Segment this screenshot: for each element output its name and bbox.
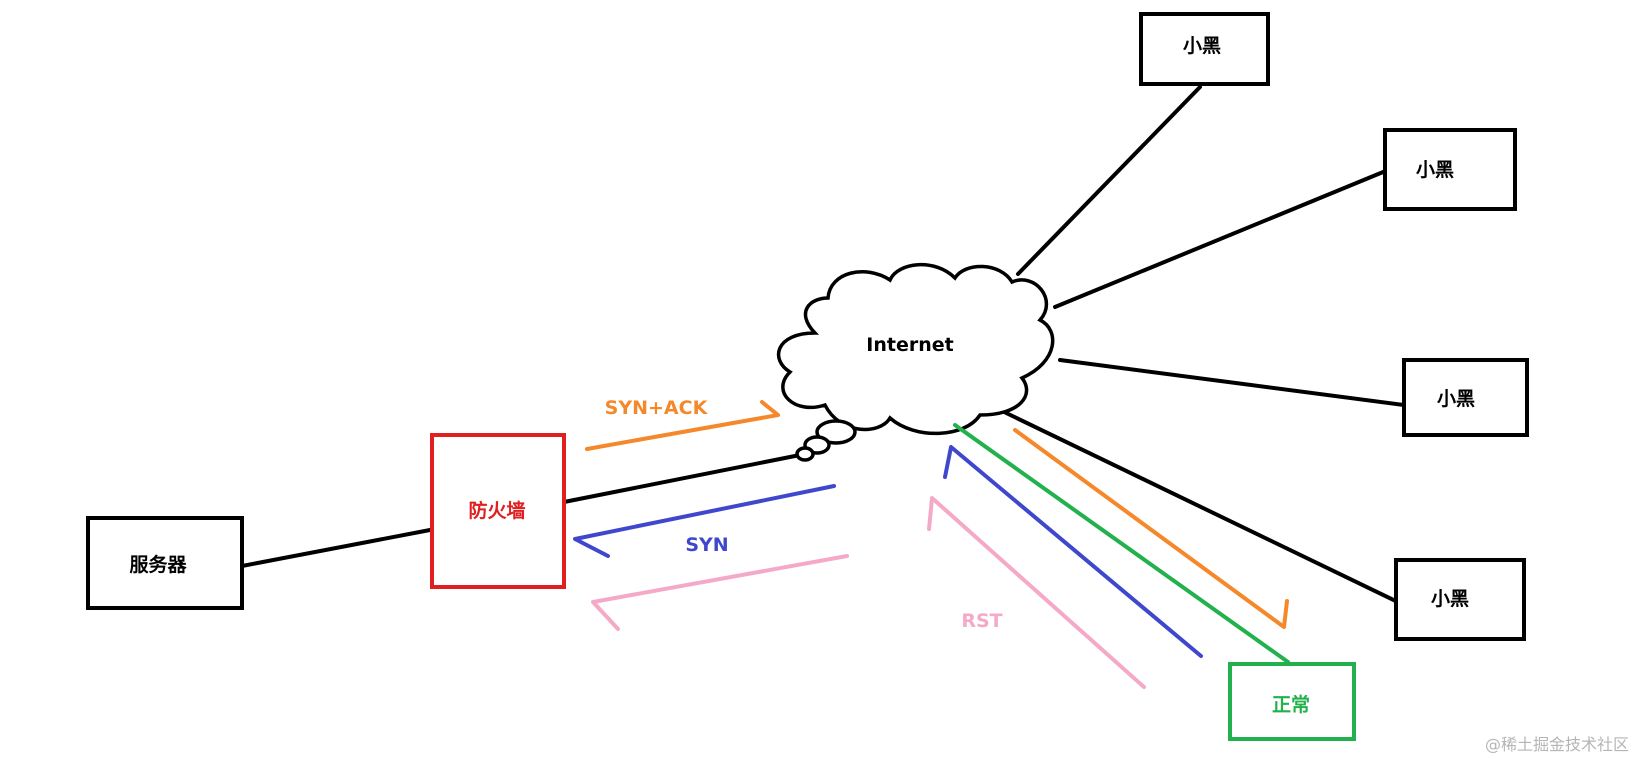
cloud-bubble-large	[815, 419, 857, 445]
syn-ack-arrow-normal	[1013, 428, 1289, 629]
cloud-bubble-small	[795, 446, 815, 462]
link-internet-attacker-4	[998, 408, 1406, 607]
syn-label: SYN	[685, 534, 728, 556]
link-internet-attacker-3	[1058, 358, 1406, 407]
firewall-label: 防火墙	[468, 499, 525, 522]
attacker-label-2: 小黑	[1416, 159, 1454, 181]
syn-ack-arrow-firewall	[585, 400, 780, 451]
syn-arrow-firewall	[573, 484, 836, 558]
normal-label: 正常	[1272, 693, 1310, 716]
attacker-box-4	[1394, 558, 1526, 641]
link-server-firewall	[240, 528, 432, 568]
attacker-box-2	[1383, 128, 1517, 211]
normal-box	[1228, 662, 1356, 741]
internet-label: Internet	[866, 334, 953, 356]
attacker-label-1: 小黑	[1183, 35, 1221, 57]
internet-cloud	[776, 263, 1055, 462]
link-firewall-internet	[562, 453, 802, 504]
server-box	[86, 516, 244, 610]
server-label: 服务器	[129, 553, 187, 576]
rst-arrow-normal	[927, 496, 1146, 689]
attacker-label-4: 小黑	[1431, 588, 1469, 610]
syn-arrow-normal	[943, 445, 1203, 658]
attacker-box-3	[1402, 358, 1529, 437]
link-internet-attacker-2	[1053, 168, 1390, 309]
link-internet-attacker-1	[1016, 85, 1202, 276]
rst-label: RST	[961, 610, 1002, 632]
rst-arrow-firewall	[591, 554, 849, 631]
normal-link	[953, 423, 1290, 664]
watermark-text: @稀土掘金技术社区	[1484, 735, 1629, 754]
attacker-box-1	[1139, 12, 1270, 86]
syn-ack-label: SYN+ACK	[605, 397, 709, 419]
firewall-box	[430, 433, 566, 589]
attacker-label-3: 小黑	[1437, 388, 1475, 410]
